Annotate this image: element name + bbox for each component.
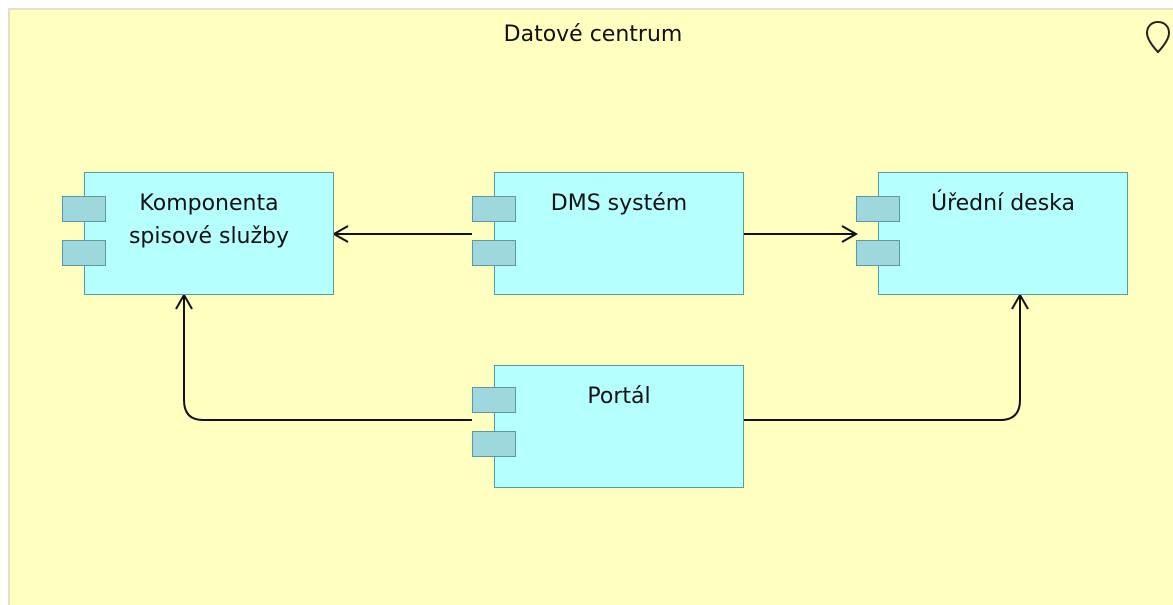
- component-tab-icon: [472, 196, 516, 222]
- component-label: Komponenta spisové služby: [128, 191, 290, 249]
- component-dms[interactable]: DMS systém: [494, 172, 744, 295]
- component-label: Úřední deska: [930, 191, 1075, 216]
- component-tab-icon: [856, 240, 900, 266]
- component-tab-icon: [472, 387, 516, 413]
- component-spisova-sluzba[interactable]: Komponenta spisové služby: [84, 172, 334, 295]
- relation-portal-to-uredni-deska[interactable]: [744, 292, 1029, 421]
- component-tab-icon: [62, 240, 106, 266]
- component-label: Portál: [587, 384, 651, 409]
- component-tab-icon: [856, 196, 900, 222]
- location-datove-centrum[interactable]: [8, 8, 1173, 605]
- component-tab-icon: [62, 196, 106, 222]
- relation-dms-to-uredni-deska[interactable]: [744, 225, 859, 243]
- component-label: DMS systém: [550, 191, 688, 216]
- component-tab-icon: [472, 431, 516, 457]
- component-portal[interactable]: Portál: [494, 365, 744, 488]
- location-pin-icon: [1145, 20, 1171, 54]
- location-title: Datové centrum: [503, 22, 683, 47]
- relation-dms-to-spisova-sluzba[interactable]: [331, 225, 472, 243]
- relation-portal-to-spisova-sluzba[interactable]: [175, 292, 472, 421]
- component-tab-icon: [472, 240, 516, 266]
- component-uredni-deska[interactable]: Úřední deska: [878, 172, 1128, 295]
